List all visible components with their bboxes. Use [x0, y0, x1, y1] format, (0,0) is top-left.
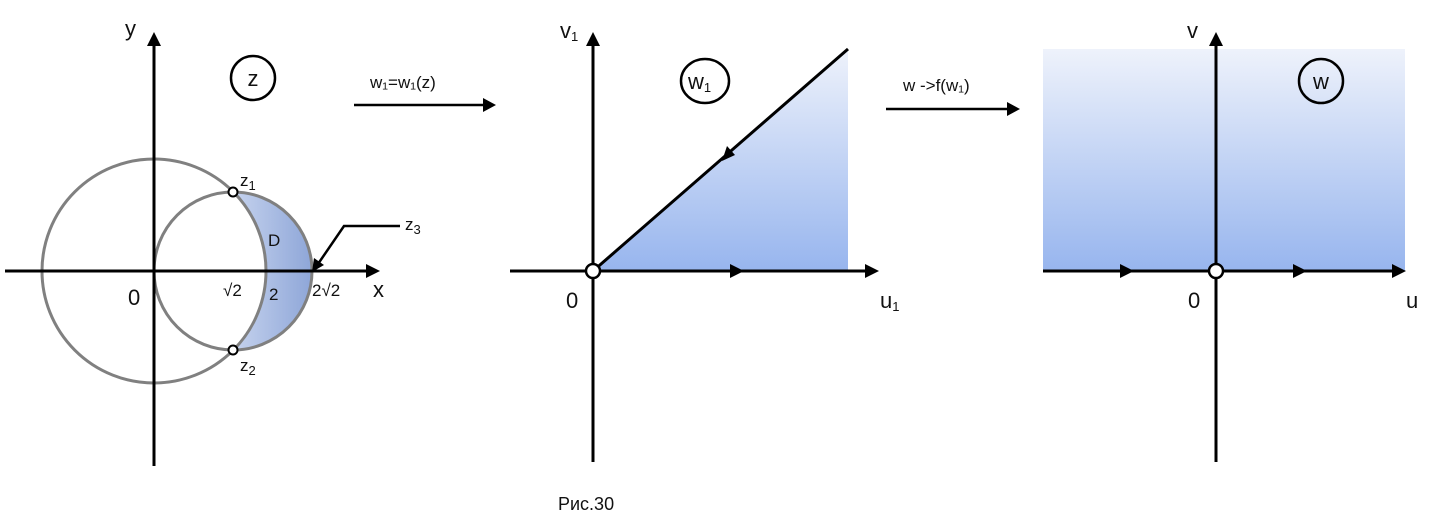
w-y-label: v [1187, 18, 1198, 43]
tick-2sqrt2: 2√2 [312, 281, 340, 300]
w1-y-label: v1 [560, 18, 578, 44]
w1-x-label: u1 [880, 288, 899, 314]
z1-label: z1 [240, 171, 256, 193]
map2-label: w ->f(w₁) [902, 76, 970, 95]
w-plane-circle [1297, 57, 1345, 105]
w1-origin-label: 0 [566, 288, 578, 313]
region-d-label: D [268, 231, 280, 250]
w1-x-arrowhead [865, 264, 879, 278]
map1-arrowhead [483, 98, 496, 112]
map2-arrowhead [1007, 102, 1020, 116]
tick-sqrt2: √2 [223, 281, 242, 300]
z-plane-circle [229, 54, 277, 102]
w1-origin-point [584, 262, 602, 280]
point-z2 [227, 344, 239, 356]
w1-plane-label: w1 [687, 69, 711, 95]
w-upper-half-plane [1043, 49, 1405, 271]
w-y-arrowhead [1209, 32, 1223, 46]
point-z1 [227, 186, 239, 198]
z-plane-label: z [248, 66, 259, 91]
z-y-arrowhead [147, 32, 161, 46]
z-x-label: x [373, 277, 384, 302]
mapping-arrow-1: w₁=w₁(z) [354, 73, 496, 112]
w1-ray [592, 47, 849, 273]
w-x-arrowhead [1392, 264, 1406, 278]
w1-plane-ellipse [679, 57, 731, 105]
w-plane-label: w [1312, 69, 1329, 94]
z2-label: z2 [240, 356, 256, 378]
panel-w1: v1 u1 0 w1 [510, 18, 899, 462]
mapping-arrow-2: w ->f(w₁) [886, 76, 1020, 116]
figure-caption: Рис.30 [558, 494, 614, 514]
w1-y-arrowhead [586, 32, 600, 46]
z3-pointer-line [316, 224, 400, 265]
z-origin-label: 0 [128, 285, 140, 310]
w-x-flow-arrowhead-left [1120, 264, 1134, 278]
tick-2: 2 [269, 285, 278, 304]
w1-x-flow-arrowhead [730, 264, 744, 278]
w1-ray-arrowhead [722, 146, 735, 161]
z3-label: z3 [405, 215, 421, 237]
map1-label: w₁=w₁(z) [369, 73, 436, 92]
z-x-arrowhead [366, 264, 380, 278]
w-origin-label: 0 [1188, 288, 1200, 313]
panel-z: y x 0 z D √2 2 2√2 z1 z2 z3 [5, 16, 421, 466]
w-x-flow-arrowhead-right [1293, 264, 1307, 278]
z-y-label: y [125, 16, 136, 41]
z3-pointer-arrowhead [312, 258, 324, 272]
panel-w: v u 0 w [1043, 18, 1418, 462]
w-x-label: u [1406, 288, 1418, 313]
w-origin-point [1207, 262, 1225, 280]
